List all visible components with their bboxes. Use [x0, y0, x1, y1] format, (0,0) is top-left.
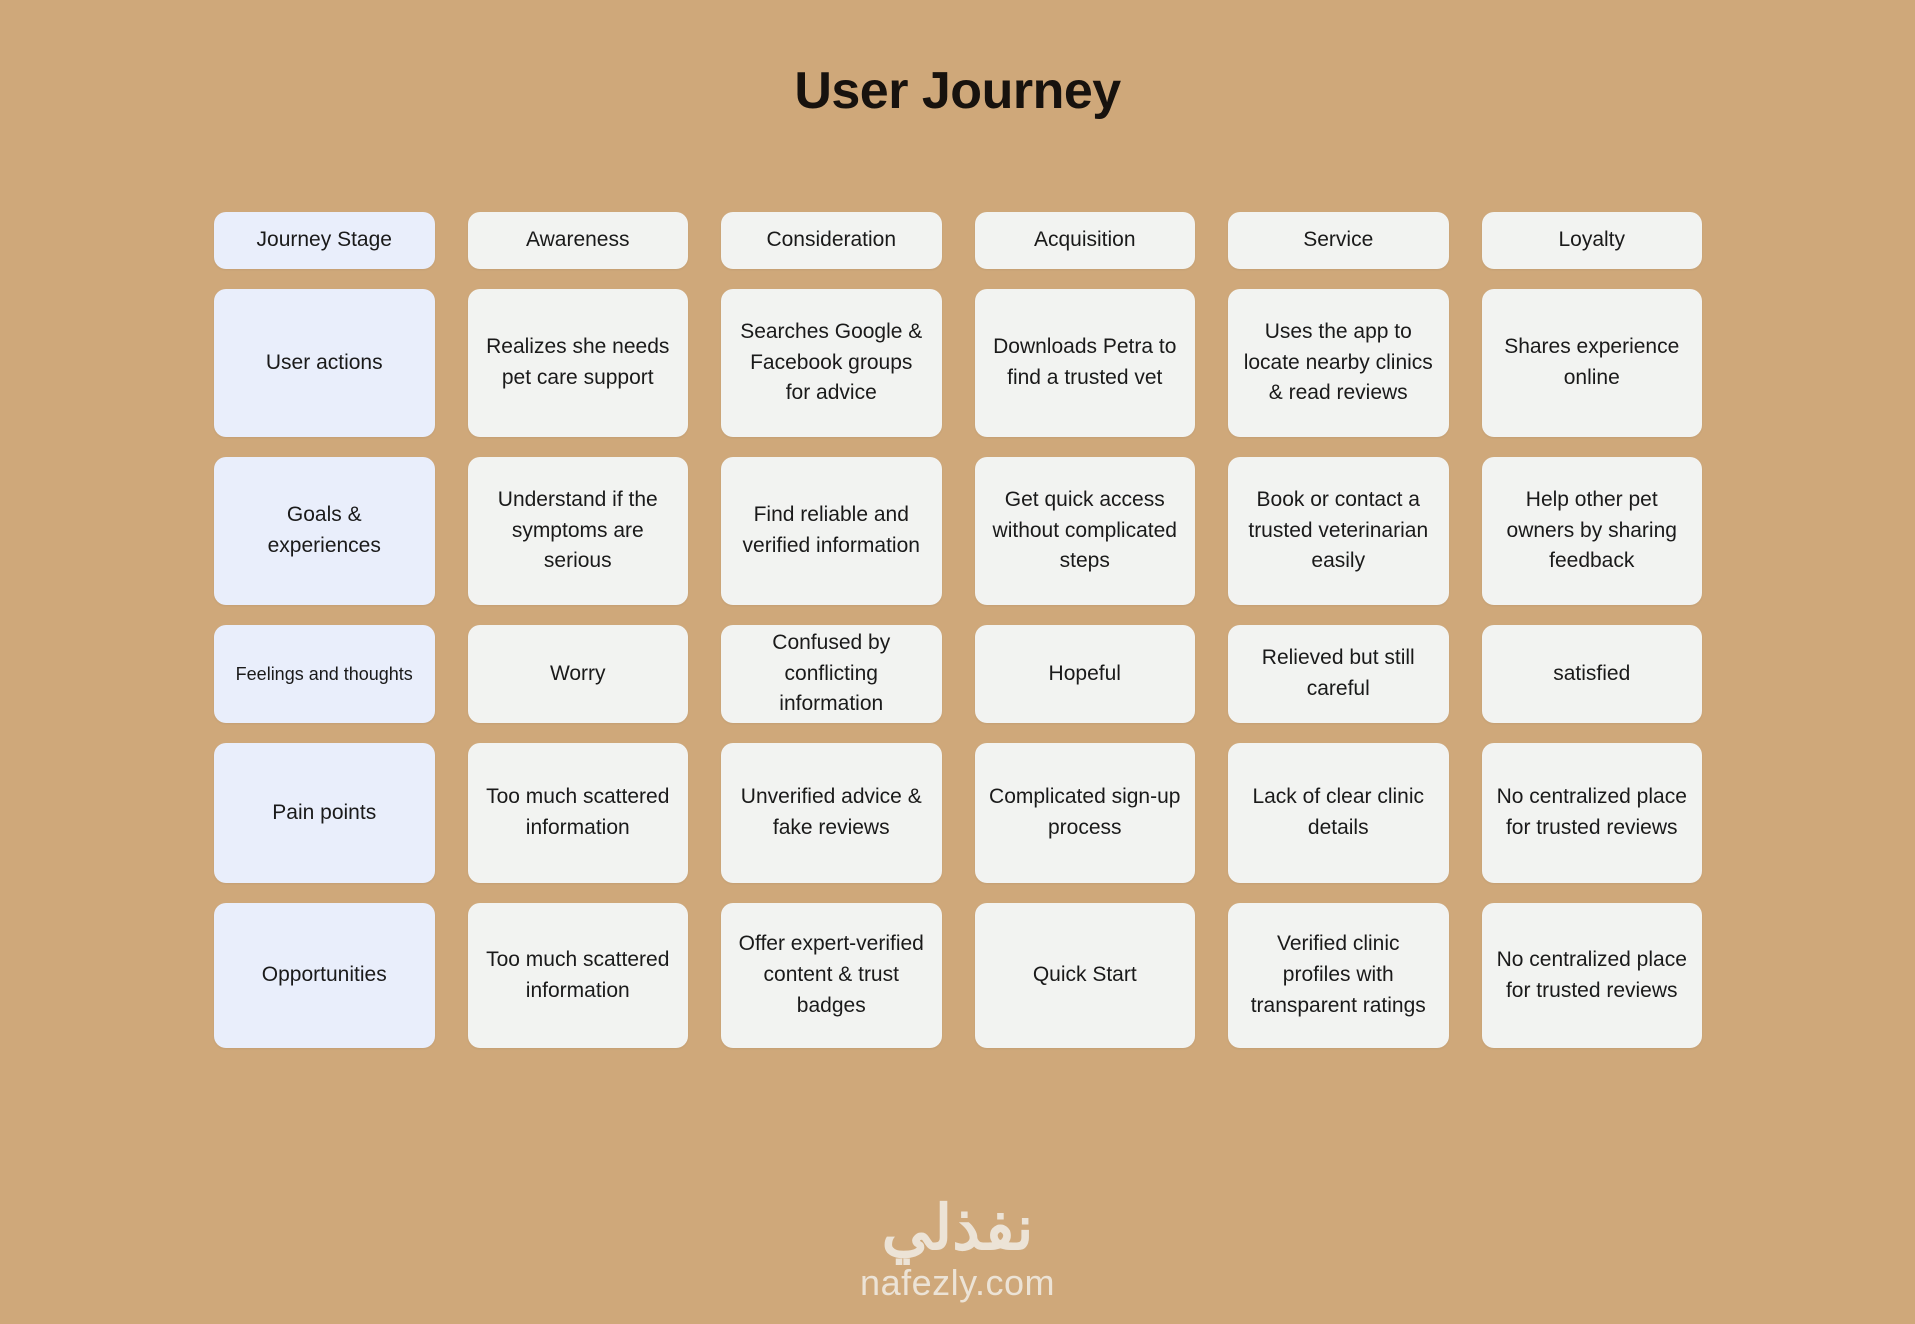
cell-goals-consideration: Find reliable and verified information: [721, 457, 942, 605]
user-journey-grid: Journey Stage Awareness Consideration Ac…: [214, 212, 1702, 1048]
stage-header-acquisition: Acquisition: [974, 212, 1195, 269]
journey-stage-header-label: Journey Stage: [214, 212, 435, 269]
row-label-pain-points: Pain points: [214, 743, 435, 883]
cell-opportunities-awareness: Too much scattered information: [467, 903, 688, 1048]
watermark: نفذلي nafezly.com: [0, 1194, 1915, 1304]
row-label-feelings-thoughts: Feelings and thoughts: [214, 625, 435, 723]
cell-user-actions-service: Uses the app to locate nearby clinics & …: [1228, 289, 1449, 437]
stage-header-service: Service: [1228, 212, 1449, 269]
cell-feelings-consideration: Confused by conflicting information: [721, 625, 942, 723]
stage-header-consideration: Consideration: [721, 212, 942, 269]
cell-pain-acquisition: Complicated sign-up process: [974, 743, 1195, 883]
row-label-goals-experiences: Goals & experiences: [214, 457, 435, 605]
cell-user-actions-awareness: Realizes she needs pet care support: [467, 289, 688, 437]
stage-header-awareness: Awareness: [467, 212, 688, 269]
cell-feelings-service: Relieved but still careful: [1228, 625, 1449, 723]
stage-header-loyalty: Loyalty: [1481, 212, 1702, 269]
cell-feelings-loyalty: satisfied: [1481, 625, 1702, 723]
cell-goals-acquisition: Get quick access without complicated ste…: [974, 457, 1195, 605]
cell-user-actions-loyalty: Shares experience online: [1481, 289, 1702, 437]
watermark-domain-text: nafezly.com: [860, 1262, 1055, 1303]
cell-goals-service: Book or contact a trusted veterinarian e…: [1228, 457, 1449, 605]
cell-pain-consideration: Unverified advice & fake reviews: [721, 743, 942, 883]
cell-user-actions-acquisition: Downloads Petra to find a trusted vet: [974, 289, 1195, 437]
cell-pain-service: Lack of clear clinic details: [1228, 743, 1449, 883]
cell-opportunities-service: Verified clinic profiles with transparen…: [1228, 903, 1449, 1048]
cell-feelings-awareness: Worry: [467, 625, 688, 723]
watermark-arabic-text: نفذلي: [881, 1194, 1034, 1263]
cell-opportunities-acquisition: Quick Start: [974, 903, 1195, 1048]
cell-feelings-acquisition: Hopeful: [974, 625, 1195, 723]
cell-user-actions-consideration: Searches Google & Facebook groups for ad…: [721, 289, 942, 437]
cell-goals-awareness: Understand if the symptoms are serious: [467, 457, 688, 605]
cell-goals-loyalty: Help other pet owners by sharing feedbac…: [1481, 457, 1702, 605]
cell-opportunities-consideration: Offer expert-verified content & trust ba…: [721, 903, 942, 1048]
cell-pain-loyalty: No centralized place for trusted reviews: [1481, 743, 1702, 883]
cell-opportunities-loyalty: No centralized place for trusted reviews: [1481, 903, 1702, 1048]
page-title: User Journey: [794, 62, 1121, 120]
row-label-opportunities: Opportunities: [214, 903, 435, 1048]
row-label-user-actions: User actions: [214, 289, 435, 437]
cell-pain-awareness: Too much scattered information: [467, 743, 688, 883]
